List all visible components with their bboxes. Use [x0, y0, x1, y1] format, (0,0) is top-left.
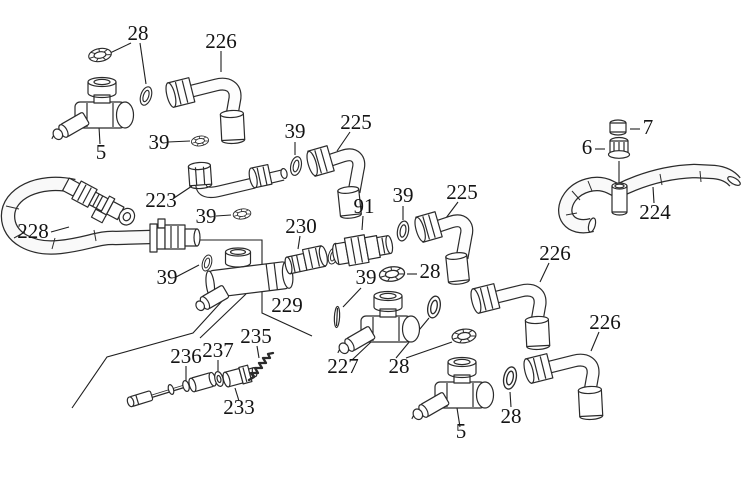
washer-28-ring-bottom	[500, 365, 520, 391]
part-label-39-a: 39	[149, 130, 170, 154]
valve-227	[333, 290, 421, 359]
part-label-227: 227	[327, 354, 359, 378]
part-label-235: 235	[240, 324, 272, 348]
grommet-6	[607, 136, 631, 159]
part-label-5-top: 5	[96, 140, 107, 164]
part-labels: 28 226 5 39 223 39 225 39 228 39 230 91 …	[17, 21, 671, 443]
part-label-28-mid: 28	[420, 259, 441, 283]
part-label-39-d: 39	[157, 265, 178, 289]
pipe-223	[187, 161, 288, 199]
coupling-230	[284, 245, 328, 275]
valve-229	[195, 247, 294, 312]
washer-39-e	[395, 219, 411, 243]
part-label-225-top: 225	[340, 110, 372, 134]
part-label-91: 91	[354, 194, 375, 218]
part-label-28-227: 28	[389, 354, 410, 378]
spring-235	[247, 351, 275, 382]
part-label-236: 236	[170, 344, 202, 368]
part-label-7: 7	[643, 115, 654, 139]
part-label-224: 224	[639, 200, 671, 224]
part-label-28-top: 28	[128, 21, 149, 45]
elbow-226-bottom	[522, 354, 603, 420]
washer-28-flat-mid	[377, 264, 407, 284]
part-label-233: 233	[223, 395, 255, 419]
part-label-5-bottom: 5	[456, 419, 467, 443]
part-label-39-b: 39	[285, 119, 306, 143]
valve-assembly-on-228	[62, 177, 136, 226]
valve-5-bottom	[407, 356, 495, 425]
fitting-91	[332, 234, 394, 267]
washer-39-d	[199, 253, 215, 273]
part-label-223: 223	[145, 188, 177, 212]
plug-7	[609, 119, 627, 136]
part-label-237: 237	[202, 338, 234, 362]
part-label-226-bottom: 226	[589, 310, 621, 334]
part-label-229: 229	[271, 293, 303, 317]
washer-28-ring-227	[425, 294, 443, 320]
part-label-39-f: 39	[356, 265, 377, 289]
part-label-225-right: 225	[446, 180, 478, 204]
part-label-6: 6	[582, 135, 593, 159]
part-label-228: 228	[17, 219, 49, 243]
washer-39-a	[190, 134, 210, 148]
washer-28-ring-top	[137, 84, 155, 108]
washer-28-flat-227	[450, 326, 478, 346]
part-label-230: 230	[285, 214, 317, 238]
part-label-226-mid: 226	[539, 241, 571, 265]
valve-5-top	[47, 76, 135, 145]
elbow-226-mid	[469, 284, 550, 350]
elbow-226-top	[164, 78, 245, 144]
part-label-226-top: 226	[205, 29, 237, 53]
hose-224	[558, 163, 741, 234]
washer-39-c	[232, 207, 252, 221]
washer-28-flat-top	[87, 46, 113, 64]
washer-39-b	[288, 155, 304, 177]
part-label-39-c: 39	[196, 204, 217, 228]
needle-assembly	[126, 351, 275, 408]
tee-fitting-228-end	[149, 218, 201, 253]
part-label-28-bottom: 28	[501, 404, 522, 428]
washer-39-pin	[333, 305, 341, 329]
part-label-39-e: 39	[393, 183, 414, 207]
